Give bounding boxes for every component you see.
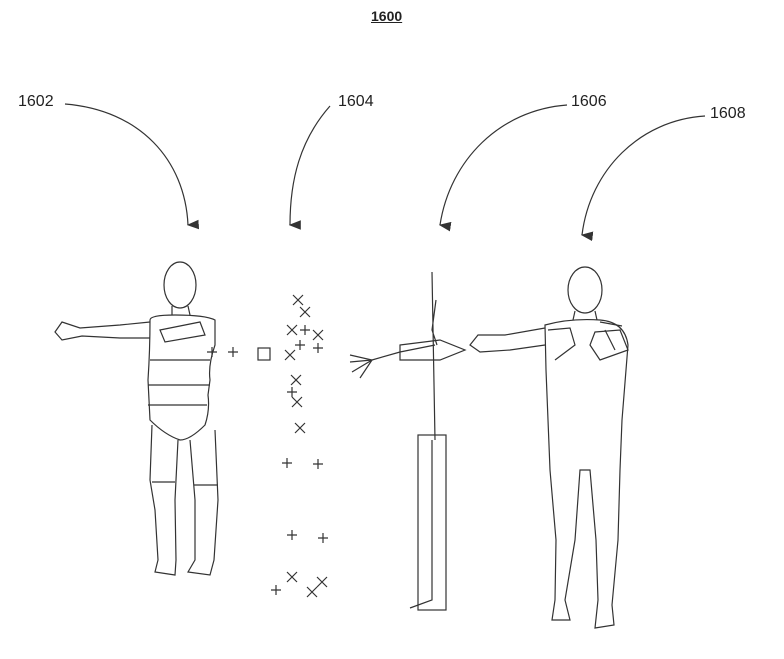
point-marker	[295, 340, 305, 350]
point-marker	[316, 576, 328, 588]
leader-arrow-1608	[580, 115, 706, 242]
point-marker	[287, 387, 297, 397]
skinned-model	[469, 266, 629, 629]
stick-skeleton	[349, 271, 467, 611]
segmented-mannequin	[54, 261, 219, 576]
point-marker	[291, 396, 303, 408]
label-1606: 1606	[571, 93, 607, 110]
point-marker	[228, 347, 238, 357]
label-1604: 1604	[338, 93, 374, 110]
point-marker	[299, 306, 311, 318]
point-marker	[313, 459, 323, 469]
point-marker	[300, 325, 310, 335]
point-marker	[294, 422, 306, 434]
leader-arrow-1604	[288, 105, 331, 230]
point-marker	[282, 458, 292, 468]
point-marker	[284, 349, 296, 361]
point-marker	[286, 571, 298, 583]
point-marker	[313, 343, 323, 353]
figure-number: 1600	[371, 8, 403, 24]
point-marker	[292, 294, 304, 306]
point-marker	[290, 374, 302, 386]
point-marker	[207, 347, 217, 357]
label-1602: 1602	[18, 93, 54, 110]
point-marker	[271, 585, 281, 595]
hand-point-cluster	[257, 347, 271, 361]
point-cloud	[207, 294, 328, 598]
point-marker	[287, 530, 297, 540]
leader-arrow-1606	[438, 104, 568, 232]
leader-arrow-1602	[64, 103, 200, 230]
point-marker	[306, 586, 318, 598]
point-marker	[286, 324, 298, 336]
label-1608: 1608	[710, 105, 746, 122]
point-marker	[312, 329, 324, 341]
point-marker	[318, 533, 328, 543]
